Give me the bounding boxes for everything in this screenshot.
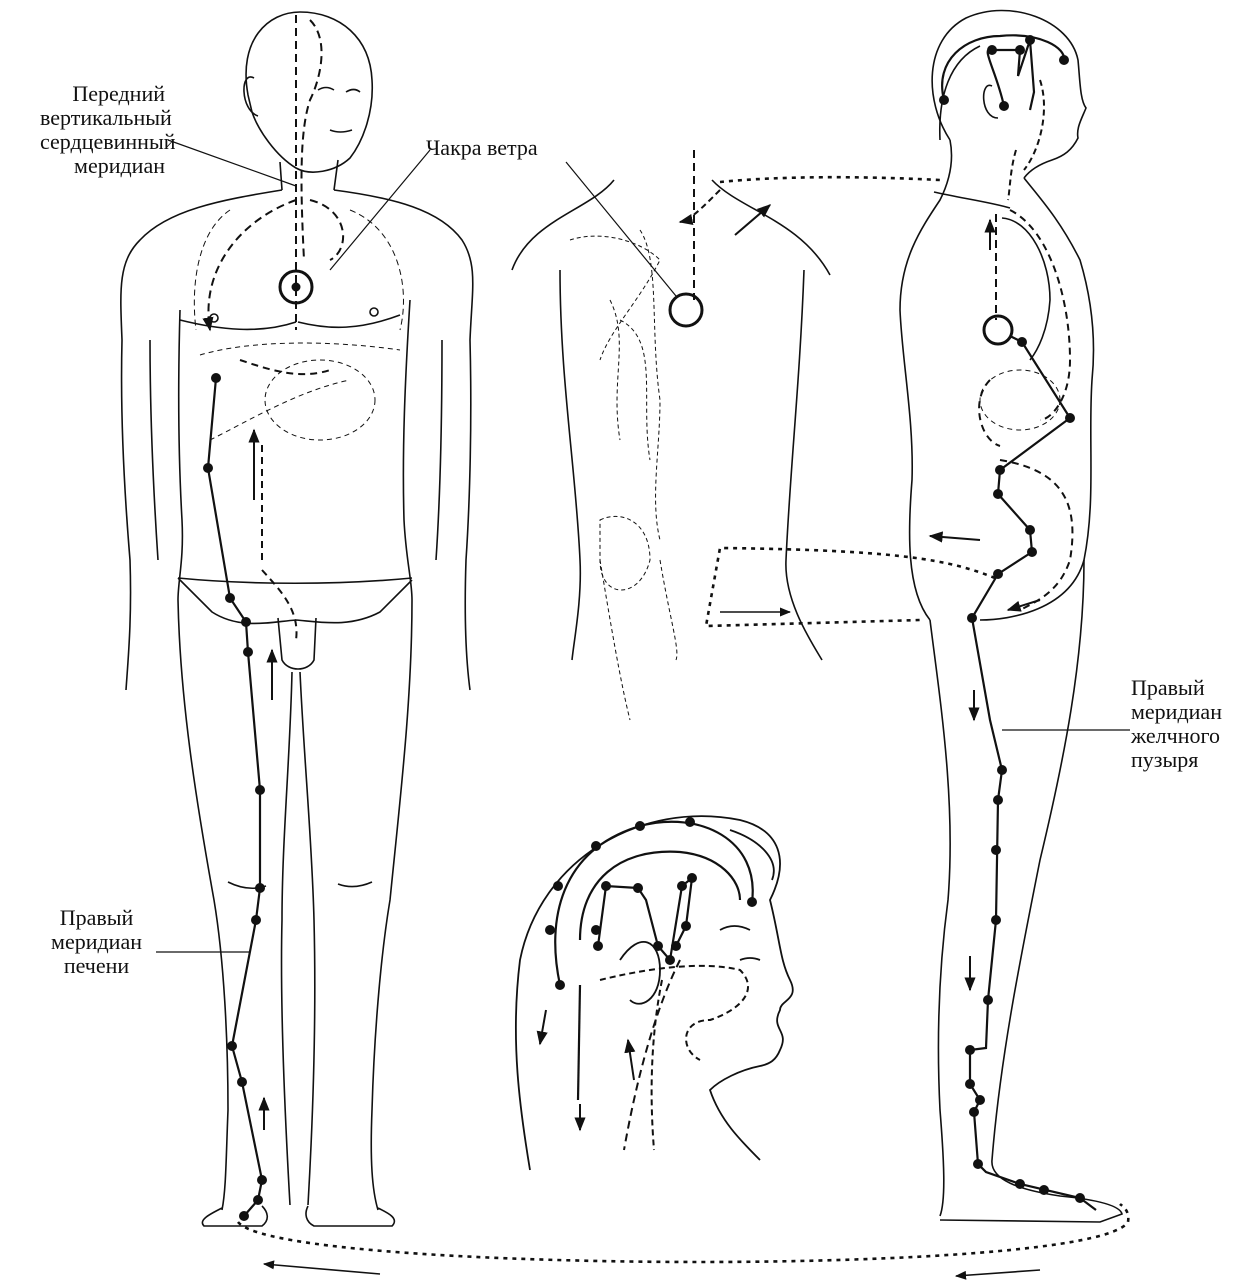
label-line: меридиан — [74, 153, 165, 178]
front-central-meridian — [202, 15, 344, 332]
label-line: Чакра ветра — [426, 135, 538, 160]
right-liver-meridian-points — [203, 373, 267, 1221]
label-line: вертикальный — [40, 105, 172, 130]
wind-chakra-side — [982, 314, 1014, 346]
back-torso-figure — [511, 179, 831, 721]
head-profile-points — [545, 817, 757, 990]
head-profile-dashed — [536, 959, 750, 1151]
side-dashed-branches — [928, 79, 1074, 992]
label-line: Передний — [72, 81, 165, 106]
label-line: меридиан — [1131, 699, 1222, 724]
leader-lines — [156, 139, 1130, 953]
right-gallbladder-meridian-path — [941, 34, 1097, 1211]
front-liver-dashed-branch — [239, 359, 331, 1130]
label-line: Правый — [59, 905, 134, 930]
front-central-meridian-label: Передний вертикальный сердцевинный мерид… — [40, 81, 176, 178]
connecting-arrows — [262, 607, 1041, 1280]
front-body-figure — [120, 11, 474, 1227]
wind-chakra-label: Чакра ветра — [426, 136, 538, 160]
label-line: Правый — [1131, 675, 1205, 700]
head-profile-figure — [514, 815, 794, 1171]
wind-chakra-back — [668, 292, 704, 328]
right-liver-meridian-path — [206, 377, 264, 1217]
wind-chakra-front — [278, 269, 314, 305]
label-line: пузыря — [1131, 747, 1199, 772]
label-line: печени — [63, 953, 130, 978]
back-central-meridian — [678, 150, 772, 300]
label-line: сердцевинный — [40, 129, 176, 154]
connecting-dotted-paths — [236, 175, 1130, 1264]
label-line: желчного — [1131, 723, 1220, 748]
head-profile-meridian — [554, 820, 754, 1101]
right-liver-meridian-label: Правый меридиан печени — [40, 906, 153, 978]
side-body-figure — [899, 9, 1123, 1223]
label-line: меридиан — [51, 929, 142, 954]
right-gallbladder-meridian-label: Правый меридиан желчного пузыря — [1131, 676, 1240, 772]
right-gallbladder-meridian-points — [939, 35, 1085, 1203]
